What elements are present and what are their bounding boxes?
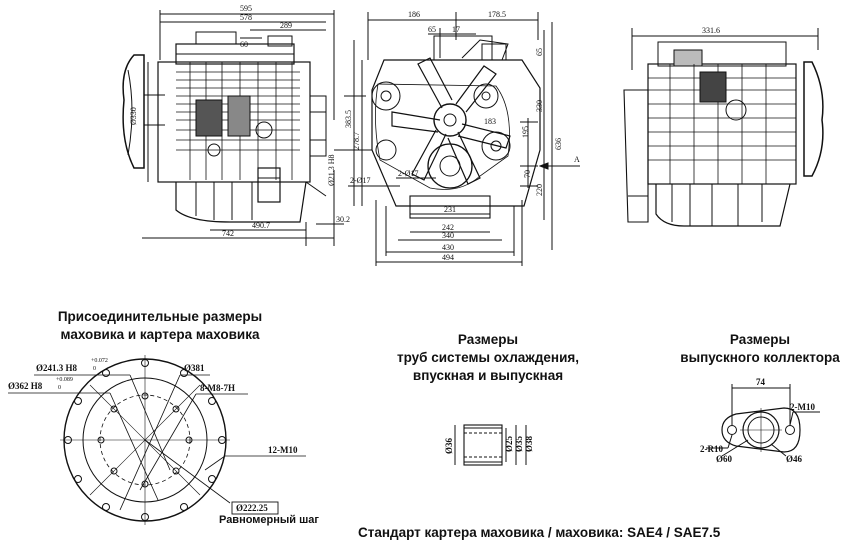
dim-340: 340: [442, 231, 454, 240]
dim-362-tol-upper: +0.089: [56, 377, 73, 383]
flange-dim: Ø21.3 H8: [327, 154, 336, 186]
engine-front-view: [122, 10, 344, 246]
dim-70: 70: [523, 170, 532, 178]
thread-8: 8-M8-7H: [200, 383, 235, 393]
dim-383: 383.5: [344, 110, 353, 128]
dim-222: Ø222.25: [236, 503, 268, 513]
dim-220: 220: [535, 184, 544, 196]
dim-25: Ø25: [504, 435, 514, 452]
side-dimension-labels: 186 178.5 65 17 383.5 278.7 65 636 330 1…: [327, 10, 580, 262]
dim-595: 595: [240, 4, 252, 13]
dim-60: 60: [240, 40, 248, 49]
dim-195: 195: [521, 126, 530, 138]
dim-241-tol-upper: +0.072: [91, 358, 108, 364]
dim-578: 578: [240, 13, 252, 22]
dim-36: Ø36: [444, 437, 454, 454]
dim-65b: 65: [535, 48, 544, 56]
dim-330: Ø330: [129, 107, 138, 125]
dim-362-tol-lower: 0: [58, 385, 61, 391]
dim-38: Ø38: [524, 435, 534, 452]
dim-742: 742: [222, 229, 234, 238]
footer-standard: Стандарт картера маховика / маховика: SA…: [358, 525, 721, 540]
dim-17: 17: [452, 25, 460, 34]
thread-m10: 2-M10: [790, 402, 815, 412]
dim-186: 186: [408, 10, 420, 19]
rear-dimension-labels: 331.6: [702, 26, 720, 35]
flywheel-caption: Присоединительные размеры маховика и кар…: [30, 308, 290, 344]
dim-494: 494: [442, 253, 454, 262]
dim-178: 178.5: [488, 10, 506, 19]
dim-183: 183: [484, 117, 496, 126]
dim-242: 242: [442, 223, 454, 232]
view-arrow-label: A: [574, 155, 580, 164]
dim-381: Ø381: [184, 363, 205, 373]
dim-278: 278.7: [352, 132, 361, 150]
pipes-caption-line3: впускная и выпускная: [412, 368, 564, 383]
flywheel-caption-line1: Присоединительные размеры: [57, 309, 263, 324]
pipes-caption-line2: труб системы охлаждения,: [396, 350, 580, 365]
dim-430: 430: [442, 243, 454, 252]
dim-46: Ø46: [786, 454, 803, 464]
dim-362: Ø362 H8: [8, 381, 43, 391]
flywheel-diagram: [8, 355, 306, 525]
pipes-diagram: [454, 424, 527, 466]
flywheel-caption-line2: маховика и картера маховика: [60, 327, 260, 342]
dim-241: Ø241.3 H8: [36, 363, 78, 373]
dim-30: 30.2: [336, 215, 350, 224]
engine-rear-view: [623, 28, 824, 227]
pipes-caption-line1: Размеры: [457, 332, 519, 347]
dim-490: 490.7: [252, 221, 270, 230]
dim-65: 65: [428, 25, 436, 34]
flywheel-labels: Ø241.3 H8 +0.072 0 Ø362 H8 +0.089 0 Ø381…: [8, 358, 298, 513]
exhaust-labels: 74 2-M10 2-R10 Ø60 Ø46: [700, 377, 815, 464]
dim-60-exhaust: Ø60: [716, 454, 733, 464]
dim-289: 289: [280, 21, 292, 30]
dim-35: Ø35: [514, 435, 524, 452]
even-pitch-label: Равномерный шаг: [219, 514, 319, 526]
exhaust-caption: Размеры выпускного коллектора: [660, 331, 860, 367]
engine-side-view: [334, 12, 580, 266]
dim-231: 231: [444, 205, 456, 214]
pipe-labels: Ø36 Ø25 Ø35 Ø38: [444, 435, 534, 454]
holes-label-2: 2-Ø17: [398, 169, 418, 178]
pipes-caption: Размеры труб системы охлаждения, впускна…: [370, 331, 606, 385]
radius-r10: 2-R10: [700, 444, 723, 454]
dim-74: 74: [756, 377, 766, 387]
dim-636: 636: [554, 138, 563, 150]
exhaust-caption-line2: выпускного коллектора: [680, 350, 840, 365]
exhaust-flange-diagram: [706, 384, 820, 457]
dim-330-side: 330: [535, 100, 544, 112]
exhaust-caption-line1: Размеры: [729, 332, 791, 347]
thread-12: 12-M10: [268, 445, 298, 455]
holes-label-1: 2-Ø17: [350, 176, 370, 185]
dim-331: 331.6: [702, 26, 720, 35]
front-dimension-labels: 595 578 289 60 Ø330 742 490.7 30.2: [129, 4, 350, 238]
dim-241-tol-lower: 0: [93, 366, 96, 372]
